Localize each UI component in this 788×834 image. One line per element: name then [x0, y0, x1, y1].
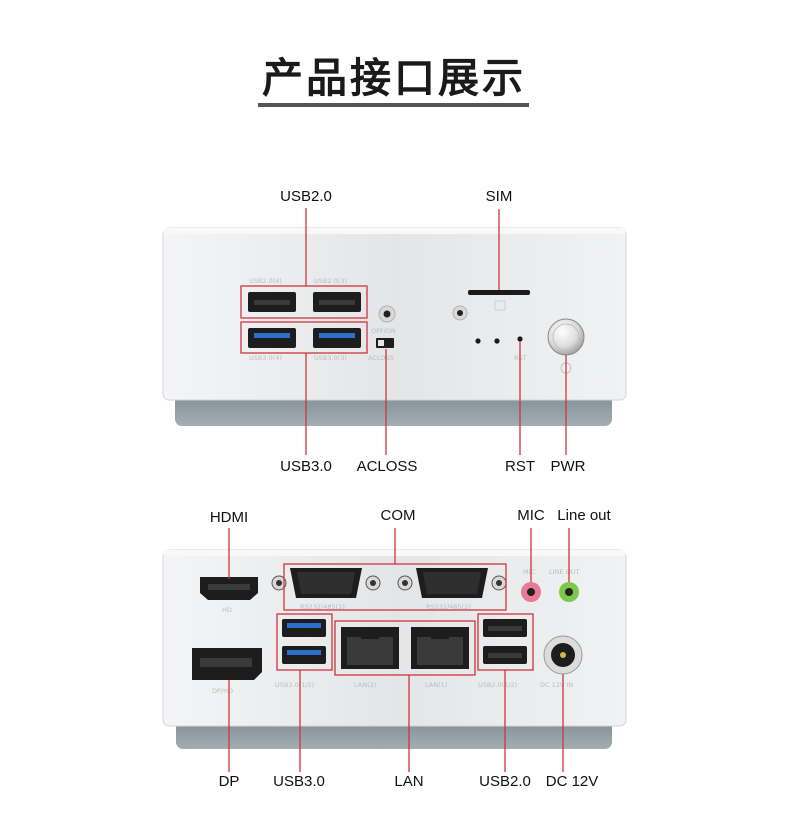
label-rear-usb2: USB2.0	[479, 773, 531, 790]
silk-off-on: OFF/ON	[371, 327, 396, 335]
hdmi-port	[200, 577, 258, 600]
silk-com2: RS232/485(2)	[426, 603, 471, 611]
label-sim: SIM	[486, 188, 513, 205]
front-usb2-4-port	[248, 292, 296, 312]
title-underline	[258, 103, 529, 107]
silk-usb2-3: USB2.0(3)	[314, 277, 347, 285]
label-hdmi: HDMI	[210, 509, 248, 526]
rear-annotation-lines	[228, 528, 570, 772]
lan1-port	[411, 627, 469, 669]
label-rear-usb3: USB3.0	[273, 773, 325, 790]
silk-mic: MIC	[523, 568, 536, 576]
silk-dc: DC 12V IN	[540, 681, 573, 689]
label-pwr: PWR	[551, 458, 586, 475]
rear-usb2-ports	[483, 619, 527, 664]
lan2-port	[341, 627, 399, 669]
label-rst: RST	[505, 458, 535, 475]
label-line-out: Line out	[557, 507, 611, 524]
label-dc: DC 12V	[546, 773, 599, 790]
silk-usb2-4: USB2.0(4)	[249, 277, 282, 285]
hdd-led	[494, 338, 500, 344]
rear-usb3-ports	[282, 619, 326, 664]
com1-port	[271, 568, 381, 598]
front-usb2-3-port	[313, 292, 361, 312]
rear-panel: HD DP/HD RS232/485(1) RS232/485(2)	[162, 549, 627, 749]
front-usb3-highlight	[240, 321, 368, 354]
label-front-usb2: USB2.0	[280, 188, 332, 205]
sim-slot	[468, 290, 530, 295]
label-acloss: ACLOSS	[357, 458, 418, 475]
silk-line-out: LINE OUT	[549, 568, 579, 576]
page-title: 产品接口展示	[262, 54, 526, 102]
silk-usb3-3: USB3.0(3)	[314, 354, 347, 362]
silk-com1: RS232/485(1)	[300, 603, 345, 611]
label-front-usb3: USB3.0	[280, 458, 332, 475]
power-led	[475, 338, 481, 344]
silk-usb2-12: USB2.0(1/2)	[478, 681, 517, 689]
silk-lan1: LAN(1)	[425, 681, 447, 689]
silk-hd: HD	[222, 606, 232, 614]
reset-hole	[517, 336, 523, 342]
front-usb3-4-port	[248, 328, 296, 348]
silk-acloss: ACLOSS	[368, 354, 394, 362]
label-dp: DP	[219, 773, 240, 790]
label-mic: MIC	[517, 507, 545, 524]
rear-usb3-highlight	[276, 613, 333, 671]
silk-dp-hd: DP/HD	[212, 687, 233, 695]
lan-highlight	[334, 620, 476, 676]
front-usb2-highlight	[240, 285, 368, 319]
front-annotation-lines	[305, 208, 567, 455]
label-com: COM	[381, 507, 416, 524]
silk-usb3-12: USB3.0(1/2)	[275, 681, 314, 689]
label-lan: LAN	[394, 773, 423, 790]
com2-port	[397, 568, 507, 598]
silk-usb3-4: USB3.0(4)	[249, 354, 282, 362]
front-panel: USB2.0(4) USB2.0(3) USB3.0(4) USB3.0(3) …	[162, 227, 627, 426]
dp-port	[192, 648, 262, 680]
silk-lan2: LAN(2)	[354, 681, 376, 689]
front-usb3-3-port	[313, 328, 361, 348]
